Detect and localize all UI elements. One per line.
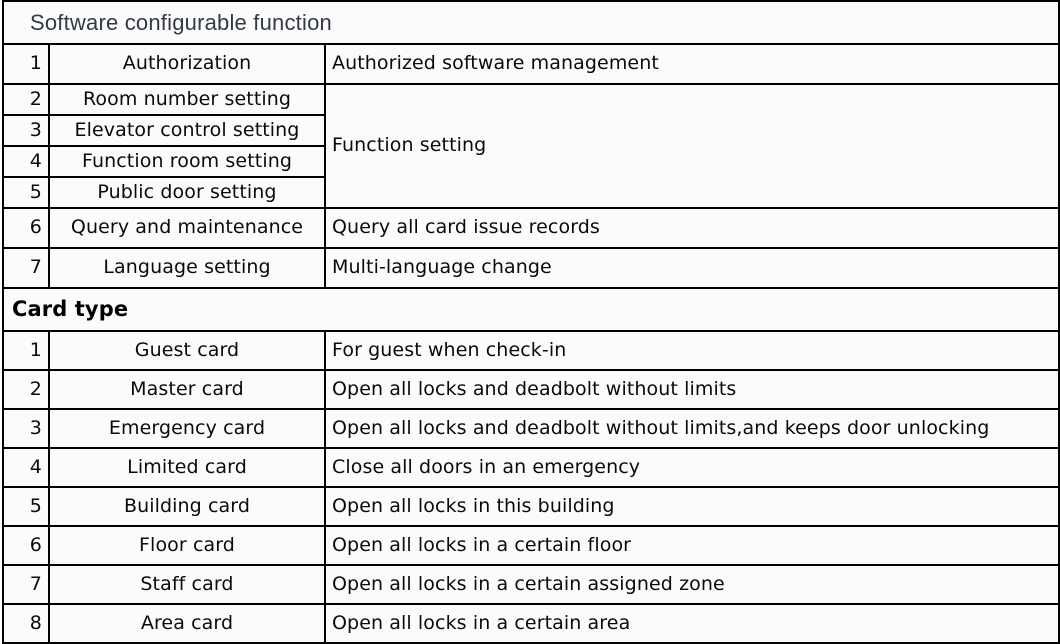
- table-row: 1 Authorization Authorized software mana…: [2, 43, 1060, 85]
- section-title-software-configurable-function: Software configurable function: [30, 10, 332, 35]
- function-name: Language setting: [48, 247, 326, 289]
- table-row: 2 Master card Open all locks and deadbol…: [2, 369, 1060, 410]
- row-number: 5: [2, 486, 50, 527]
- card-type-desc: Open all locks in a certain floor: [323, 525, 1060, 566]
- table-row: 7 Staff card Open all locks in a certain…: [2, 564, 1060, 605]
- row-number: 4: [2, 145, 50, 178]
- row-number: 6: [2, 525, 50, 566]
- table-row: 8 Area card Open all locks in a certain …: [2, 603, 1060, 644]
- row-number: 3: [2, 114, 50, 147]
- function-desc: Authorized software management: [323, 43, 1060, 85]
- table-row: 1 Guest card For guest when check-in: [2, 330, 1060, 371]
- card-type-name: Guest card: [48, 330, 326, 371]
- card-type-desc: Open all locks in this building: [323, 486, 1060, 527]
- section-header-row-software: Software configurable function: [1, 0, 1060, 45]
- card-type-name: Limited card: [48, 447, 326, 488]
- section-header-cell-card-type: Card type: [1, 287, 1060, 332]
- section-header-row-card-type: Card type: [1, 287, 1060, 332]
- function-name: Public door setting: [48, 176, 326, 209]
- function-name: Function room setting: [48, 145, 326, 178]
- card-type-name: Floor card: [48, 525, 326, 566]
- row-number: 8: [2, 603, 50, 644]
- row-number: 3: [2, 408, 50, 449]
- card-type-desc: Close all doors in an emergency: [323, 447, 1060, 488]
- section-header-cell-software: Software configurable function: [1, 0, 1060, 45]
- table-row: 3 Elevator control setting: [2, 114, 1059, 147]
- row-number: 4: [2, 447, 50, 488]
- function-name: Room number setting: [48, 83, 326, 116]
- table-row: 6 Floor card Open all locks in a certain…: [2, 525, 1060, 566]
- function-desc-merged: Function setting: [323, 83, 1060, 209]
- table-row: 6 Query and maintenance Query all card i…: [2, 207, 1060, 249]
- table-row: 2 Room number setting Function setting: [2, 83, 1060, 209]
- card-type-name: Building card: [48, 486, 326, 527]
- table-row: 4 Function room setting: [2, 145, 1059, 178]
- row-number: 1: [2, 330, 50, 371]
- table-row: 4 Limited card Close all doors in an eme…: [2, 447, 1060, 488]
- card-type-desc: Open all locks in a certain assigned zon…: [323, 564, 1060, 605]
- table-row: 3 Emergency card Open all locks and dead…: [2, 408, 1060, 449]
- card-type-desc: Open all locks in a certain area: [323, 603, 1060, 644]
- function-name: Query and maintenance: [48, 207, 326, 249]
- row-number: 2: [2, 369, 50, 410]
- function-desc: Query all card issue records: [323, 207, 1060, 249]
- row-number: 1: [2, 43, 50, 85]
- row-number: 7: [2, 564, 50, 605]
- card-type-desc: Open all locks and deadbolt without limi…: [323, 369, 1060, 410]
- function-name: Authorization: [48, 43, 326, 85]
- section-title-card-type: Card type: [12, 297, 129, 321]
- card-type-name: Emergency card: [48, 408, 326, 449]
- card-type-name: Master card: [48, 369, 326, 410]
- table-row: 7 Language setting Multi-language change: [2, 247, 1060, 289]
- card-type-name: Area card: [48, 603, 326, 644]
- function-name: Elevator control setting: [48, 114, 326, 147]
- row-number: 6: [2, 207, 50, 249]
- row-number: 2: [2, 83, 50, 116]
- card-type-name: Staff card: [48, 564, 326, 605]
- function-desc: Multi-language change: [323, 247, 1060, 289]
- row-number: 7: [2, 247, 50, 289]
- table-row: 5 Building card Open all locks in this b…: [2, 486, 1060, 527]
- card-type-desc: Open all locks and deadbolt without limi…: [323, 408, 1060, 449]
- table-row: 5 Public door setting: [2, 176, 1059, 209]
- card-type-desc: For guest when check-in: [323, 330, 1060, 371]
- row-number: 5: [2, 176, 50, 209]
